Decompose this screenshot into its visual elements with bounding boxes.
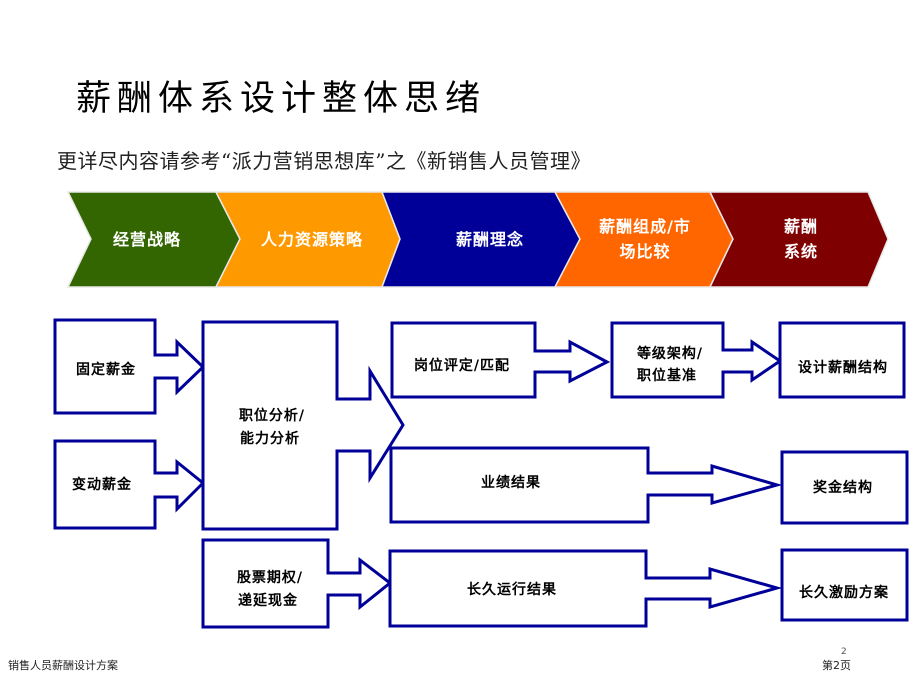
chevron-pay-composition — [553, 191, 734, 288]
box-long-term-result — [388, 549, 783, 628]
box-label: 股票期权/ — [237, 569, 303, 586]
flow-diagram: 固定薪金 变动薪金 职位分析/ 能力分析 岗位评定/匹配 等级架构/ 职位基准 … — [53, 318, 909, 629]
footer-page-number: 第2页 — [822, 659, 851, 672]
slide-subtitle: 更详尽内容请参考“派力营销思想库”之《新销售人员管理》 — [57, 149, 591, 173]
box-label: 业绩结果 — [481, 474, 541, 491]
box-performance-result — [389, 446, 783, 524]
box-label: 能力分析 — [240, 430, 300, 447]
box-job-evaluation — [390, 321, 611, 399]
chevron-band: 经营战略 人力资源策略 薪酬理念 薪酬组成/市 场比较 薪酬 系统 — [66, 191, 889, 288]
chevron-label: 人力资源策略 — [261, 230, 363, 249]
box-fixed-salary — [53, 318, 206, 415]
box-grade-structure — [610, 321, 783, 399]
slide-number: 2 — [841, 647, 847, 657]
chevron-label: 场比较 — [619, 242, 670, 261]
box-salary-structure — [778, 321, 906, 399]
box-label: 递延现金 — [238, 592, 298, 609]
chevron-label: 经营战略 — [113, 230, 181, 249]
box-label: 长久激励方案 — [799, 584, 889, 601]
box-label: 奖金结构 — [813, 479, 873, 496]
footer-document-title: 销售人员薪酬设计方案 — [8, 659, 118, 672]
box-label: 固定薪金 — [76, 361, 136, 378]
box-job-analysis — [201, 320, 405, 531]
chevron-pay-system — [708, 191, 889, 288]
box-label: 长久运行结果 — [467, 581, 557, 598]
box-label: 变动薪金 — [72, 476, 132, 493]
slide-title: 薪酬体系设计整体思绪 — [76, 79, 487, 119]
box-label: 职位分析/ — [239, 407, 305, 424]
box-label: 设计薪酬结构 — [798, 359, 888, 376]
box-bonus-structure — [780, 450, 909, 525]
box-label: 职位基准 — [637, 367, 697, 384]
chevron-label: 薪酬理念 — [456, 230, 524, 249]
box-stock-options — [201, 538, 393, 629]
box-label: 岗位评定/匹配 — [414, 357, 510, 374]
chevron-label: 薪酬组成/市 — [599, 217, 691, 236]
chevron-label: 薪酬 — [784, 217, 818, 236]
chevron-label: 系统 — [784, 242, 818, 261]
box-long-term-incentive — [780, 548, 909, 622]
box-variable-salary — [53, 439, 206, 530]
box-label: 等级架构/ — [637, 345, 703, 362]
